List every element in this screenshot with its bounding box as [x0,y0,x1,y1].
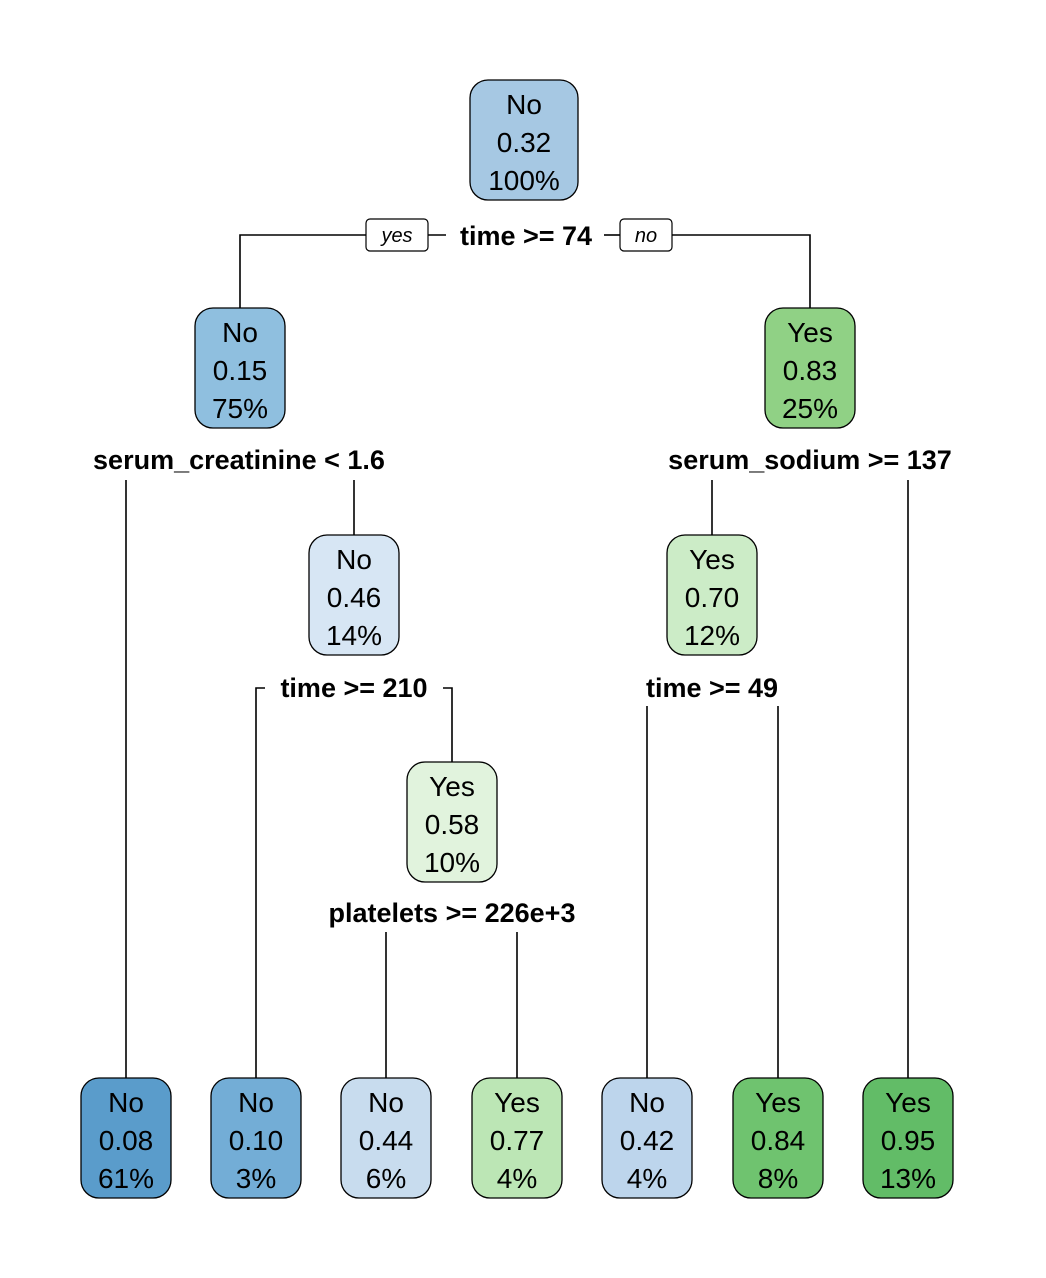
node-box [340,1077,432,1199]
tree-node-n_time210: No 0.46 14% [308,534,400,656]
node-pct: 4% [497,1163,537,1194]
node-pct: 6% [366,1163,406,1194]
split-label-n_left: serum_creatinine < 1.6 [93,445,385,475]
split-label-n_time49: time >= 49 [646,673,778,703]
tree-node-n_right: Yes 0.83 25% [764,307,856,429]
branch-tag-no: no [619,218,673,252]
node-box [732,1077,824,1199]
tree-node-leaf6: Yes 0.84 8% [732,1077,824,1199]
node-box [308,534,400,656]
tree-edge [239,234,428,308]
node-pct: 25% [782,393,838,424]
node-prob: 0.58 [425,809,480,840]
node-prob: 0.32 [497,127,552,158]
node-label: No [336,544,372,575]
node-pct: 13% [880,1163,936,1194]
node-prob: 0.95 [881,1125,936,1156]
split-labels: time >= 74 serum_creatinine < 1.6 serum_so… [93,221,952,928]
node-label: No [629,1087,665,1118]
split-label-root: time >= 74 [460,221,592,251]
branch-tag-text: no [635,225,657,247]
tree-edge [443,687,453,762]
node-prob: 0.46 [327,582,382,613]
node-label: No [238,1087,274,1118]
branch-tag-text: yes [379,225,412,247]
node-prob: 0.44 [359,1125,414,1156]
node-label: No [222,317,258,348]
node-prob: 0.10 [229,1125,284,1156]
tree-node-n_left: No 0.15 75% [194,307,286,429]
node-label: Yes [494,1087,540,1118]
node-pct: 12% [684,620,740,651]
node-prob: 0.77 [490,1125,545,1156]
tree-node-leaf1: No 0.08 61% [80,1077,172,1199]
node-prob: 0.15 [213,355,268,386]
node-box [210,1077,302,1199]
node-label: Yes [429,771,475,802]
node-prob: 0.83 [783,355,838,386]
node-box [764,307,856,429]
node-pct: 10% [424,847,480,878]
split-label-n_right: serum_sodium >= 137 [668,445,952,475]
node-box [601,1077,693,1199]
node-label: No [506,89,542,120]
tree-nodes: No 0.32 100% No 0.15 75% Yes 0.83 25% No 0.46 14% Ye… [80,79,954,1199]
node-prob: 0.08 [99,1125,154,1156]
node-label: Yes [885,1087,931,1118]
tree-node-n_platelets: Yes 0.58 10% [406,761,498,883]
node-label: No [368,1087,404,1118]
split-label-n_platelets: platelets >= 226e+3 [329,898,576,928]
node-box [471,1077,563,1199]
split-label-n_time210: time >= 210 [280,673,427,703]
tree-node-root: No 0.32 100% [469,79,579,201]
node-pct: 75% [212,393,268,424]
node-pct: 4% [627,1163,667,1194]
node-pct: 100% [488,165,560,196]
node-pct: 8% [758,1163,798,1194]
node-box [194,307,286,429]
branch-tag-box [619,218,673,252]
node-pct: 14% [326,620,382,651]
node-pct: 61% [98,1163,154,1194]
node-prob: 0.70 [685,582,740,613]
node-box [80,1077,172,1199]
node-prob: 0.42 [620,1125,675,1156]
tree-node-leaf2: No 0.10 3% [210,1077,302,1199]
tree-edge [255,687,265,1078]
node-box [862,1077,954,1199]
node-box [406,761,498,883]
node-pct: 3% [236,1163,276,1194]
node-label: Yes [787,317,833,348]
branch-tag-yes: yes [365,218,429,252]
node-prob: 0.84 [751,1125,806,1156]
node-label: Yes [755,1087,801,1118]
tree-edge [672,234,811,308]
node-label: Yes [689,544,735,575]
tree-node-leaf3: No 0.44 6% [340,1077,432,1199]
node-box [469,79,579,201]
branch-tag-box [365,218,429,252]
branch-tags: yes no [365,218,673,252]
tree-node-leaf4: Yes 0.77 4% [471,1077,563,1199]
tree-edges [125,234,909,1078]
tree-node-leaf7: Yes 0.95 13% [862,1077,954,1199]
node-box [666,534,758,656]
node-label: No [108,1087,144,1118]
tree-node-n_time49: Yes 0.70 12% [666,534,758,656]
tree-node-leaf5: No 0.42 4% [601,1077,693,1199]
